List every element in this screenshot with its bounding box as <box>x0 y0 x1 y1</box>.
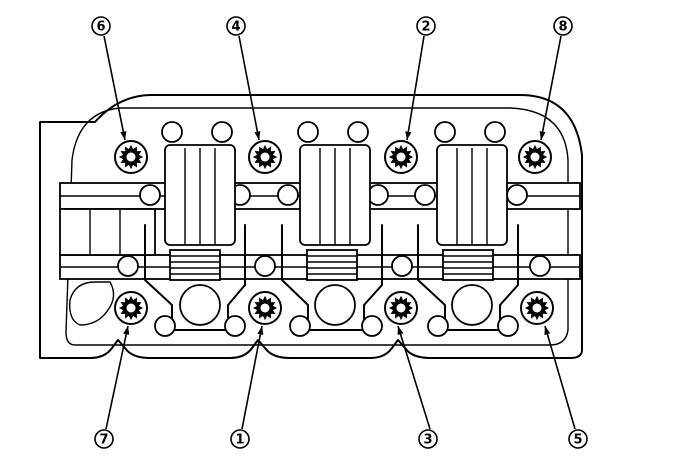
leader-line <box>540 35 562 141</box>
coolant-passage <box>69 281 115 326</box>
head-inner-outline <box>65 107 569 346</box>
callouts: 6 4 2 8 7 1 3 5 <box>91 16 588 449</box>
head-bolt <box>384 140 418 174</box>
callout-circle <box>91 16 111 36</box>
leader-lines <box>103 35 576 430</box>
callout-circle <box>230 429 250 449</box>
callout-number: 4 <box>231 20 240 35</box>
callout-5: 5 <box>568 429 588 449</box>
arrow-head <box>405 131 412 140</box>
arrow-head <box>544 326 551 335</box>
callout-6: 6 <box>91 16 111 36</box>
arrow-head <box>539 131 546 140</box>
callout-number: 7 <box>99 433 108 448</box>
leader-line <box>103 35 126 141</box>
callout-number: 8 <box>558 20 567 35</box>
leader-line <box>238 35 260 141</box>
callout-circle <box>416 16 436 36</box>
callout-2: 2 <box>416 16 436 36</box>
arrow-head <box>257 326 264 335</box>
callout-number: 1 <box>235 433 244 448</box>
callout-number: 2 <box>421 20 430 35</box>
top-bosses <box>161 121 506 143</box>
leader-line <box>241 325 263 430</box>
rocker-arm-3 <box>417 144 519 337</box>
head-bolt <box>520 291 554 325</box>
callout-circle <box>94 429 114 449</box>
shaft-holder <box>59 208 156 256</box>
rocker-arm-1 <box>144 144 246 337</box>
callout-4: 4 <box>226 16 246 36</box>
arrow-head <box>120 131 127 140</box>
head-bolt <box>384 291 418 325</box>
leader-line <box>105 325 129 430</box>
leader-line <box>544 325 576 430</box>
callout-number: 6 <box>96 20 105 35</box>
callout-circle <box>553 16 573 36</box>
arrow-head <box>397 326 404 335</box>
callout-3: 3 <box>418 429 438 449</box>
head-bolt <box>114 291 148 325</box>
head-bolts <box>114 140 554 325</box>
head-bolt <box>518 140 552 174</box>
leader-line <box>406 35 425 141</box>
head-bolt <box>114 140 148 174</box>
rocker-arm-2 <box>281 144 383 337</box>
head-bolt <box>248 291 282 325</box>
head-outline <box>39 94 583 359</box>
callout-circle <box>226 16 246 36</box>
head-bolt <box>248 140 282 174</box>
callout-7: 7 <box>94 429 114 449</box>
arrow-head <box>123 326 130 335</box>
callout-8: 8 <box>553 16 573 36</box>
callout-circle <box>568 429 588 449</box>
callout-number: 5 <box>573 433 582 448</box>
arrow-head <box>254 131 261 140</box>
leader-line <box>397 325 431 430</box>
callout-1: 1 <box>230 429 250 449</box>
callout-number: 3 <box>423 433 432 448</box>
callout-circle <box>418 429 438 449</box>
